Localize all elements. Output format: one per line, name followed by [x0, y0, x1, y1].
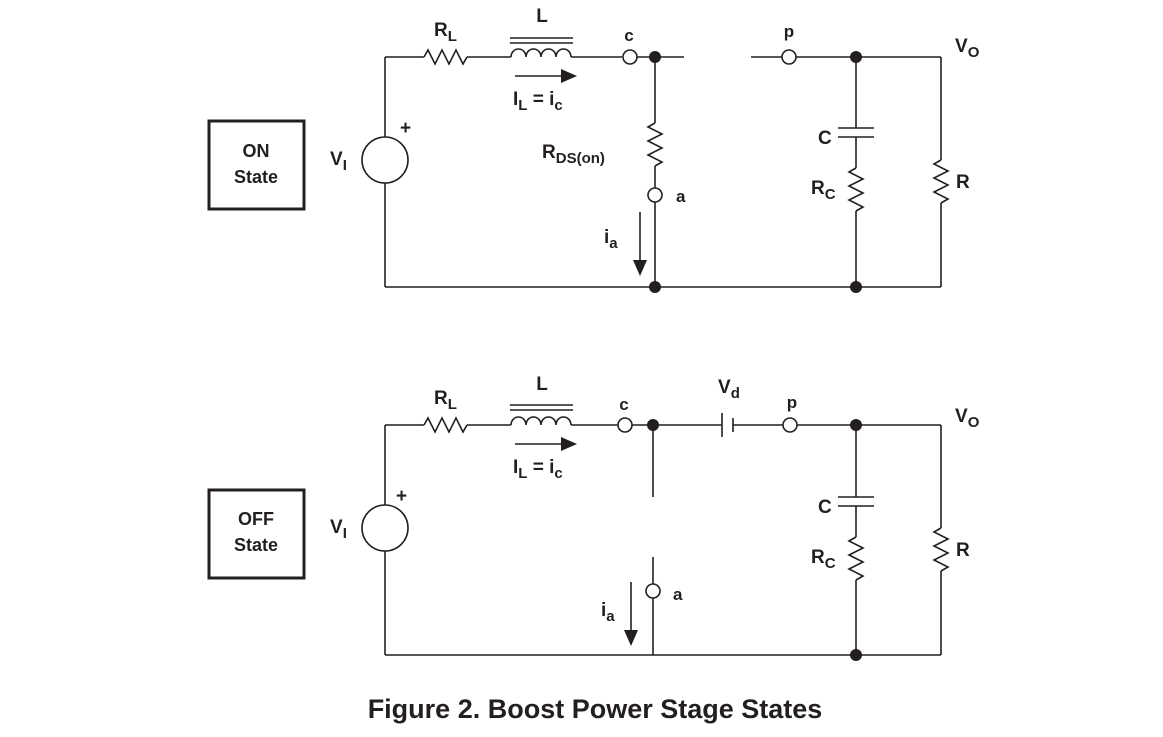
rc-resistor [847, 167, 865, 212]
source-label: VI [330, 517, 347, 542]
capacitor-label: C [818, 128, 832, 149]
node-p-label: p [787, 393, 797, 412]
inductor-label: L [536, 374, 548, 395]
ia-arrowhead [624, 630, 638, 646]
node-a-terminal [647, 187, 663, 203]
rc-label: RC [811, 547, 836, 572]
rl-resistor [423, 48, 468, 66]
voltage-source [361, 504, 409, 552]
node-a-label: a [676, 187, 686, 206]
rl-label: RL [434, 20, 457, 45]
load-resistor [932, 527, 950, 572]
capacitor-label: C [818, 497, 832, 518]
ia-label: ia [604, 227, 618, 252]
node-p-terminal [781, 49, 797, 65]
load-label: R [956, 172, 970, 193]
load-resistor [932, 159, 950, 204]
node-a-label: a [673, 585, 683, 604]
on-state-circuit: ON State + VI RL L IL = ic c RDS(on) [207, 6, 980, 293]
load-label: R [956, 540, 970, 561]
node-p-terminal [782, 417, 798, 433]
node-c-label: c [624, 26, 633, 45]
current-arrowhead [561, 69, 577, 83]
source-plus: + [396, 486, 407, 507]
vo-label: VO [955, 36, 980, 61]
node-c-terminal [617, 417, 633, 433]
current-arrowhead [561, 437, 577, 451]
off-state-circuit: OFF State + VI RL L IL = ic c a [207, 374, 980, 661]
rds-resistor [646, 122, 664, 167]
figure-caption: Figure 2. Boost Power Stage States [368, 694, 823, 724]
rds-label: RDS(on) [542, 142, 605, 167]
junction-dot [850, 649, 862, 661]
rl-label: RL [434, 388, 457, 413]
voltage-source [361, 136, 409, 184]
inductor-label: L [536, 6, 548, 27]
rc-resistor [847, 536, 865, 581]
junction-dot [649, 281, 661, 293]
source-plus: + [400, 118, 411, 139]
node-p-label: p [784, 22, 794, 41]
rc-label: RC [811, 178, 836, 203]
on-state-box [207, 119, 306, 211]
off-state-label-line2: State [234, 535, 278, 555]
node-a-terminal [645, 583, 661, 599]
off-state-label-line1: OFF [238, 509, 274, 529]
rl-resistor [423, 416, 468, 434]
ia-label: ia [601, 600, 615, 625]
inductor [510, 48, 572, 58]
ia-arrowhead [633, 260, 647, 276]
on-state-label-line1: ON [243, 141, 270, 161]
node-c-label: c [619, 395, 628, 414]
node-c-terminal [622, 49, 638, 65]
source-label: VI [330, 149, 347, 174]
junction-dot [850, 281, 862, 293]
current-label: IL = ic [513, 457, 563, 482]
on-state-label-line2: State [234, 167, 278, 187]
inductor [510, 416, 572, 426]
vo-label: VO [955, 406, 980, 431]
current-label: IL = ic [513, 89, 563, 114]
vd-label: Vd [718, 377, 740, 402]
off-state-box [207, 488, 306, 580]
